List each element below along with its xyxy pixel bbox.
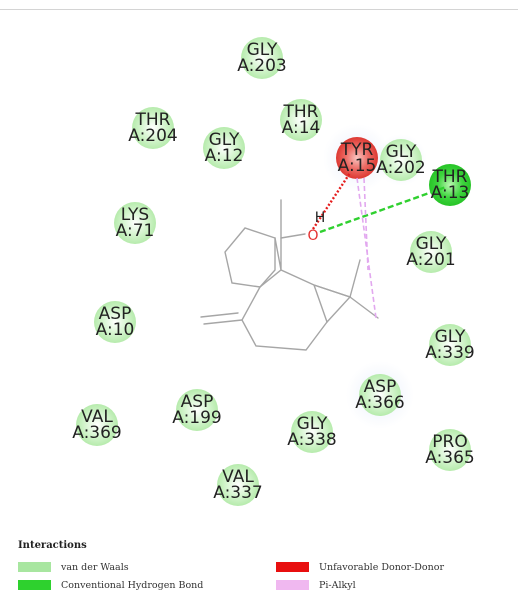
residue-name: PRO (432, 432, 467, 452)
residue-name: GLY (247, 40, 278, 60)
residue-chain: A:202 (376, 158, 426, 178)
residue-chain: A:369 (72, 423, 122, 443)
interaction-lines (311, 172, 447, 319)
legend-swatch (18, 562, 51, 572)
hbond-line (319, 185, 447, 234)
residue-name: GLY (209, 130, 240, 150)
residue-chain: A:15 (338, 156, 377, 176)
residue-chain: A:10 (96, 320, 135, 340)
ligand-structure (200, 199, 379, 351)
residue-disc-val-a369 (76, 404, 118, 446)
residue-chain: A:338 (287, 430, 337, 450)
legend-label: Pi-Alkyl (319, 579, 356, 591)
residue-disc-thr-a204 (132, 107, 174, 149)
legend-swatch (18, 580, 51, 590)
residue-name: THR (135, 110, 171, 130)
residue-disc-gly-a202 (380, 139, 422, 181)
residue-disc-val-a337 (217, 464, 259, 506)
legend-swatch (276, 562, 309, 572)
residue-chain: A:203 (237, 56, 287, 76)
legend-label: van der Waals (61, 561, 129, 573)
residue-discs (76, 37, 471, 506)
legend-item-hbond: Conventional Hydrogen Bond (18, 578, 203, 592)
residue-name: LYS (121, 205, 149, 225)
residue-name: GLY (416, 234, 447, 254)
residue-disc-thr-a14 (280, 99, 322, 141)
residue-disc-tyr-a15 (336, 137, 378, 179)
interactions-legend: Interactions van der Waals Conventional … (18, 540, 498, 592)
residue-name: ASP (99, 304, 132, 324)
residue-name: VAL (81, 407, 113, 427)
residue-disc-lys-a71 (114, 202, 156, 244)
residue-chain: A:71 (116, 221, 155, 241)
residue-disc-gly-a12 (203, 127, 245, 169)
legend-item-pi-alkyl: Pi-Alkyl (276, 578, 356, 592)
residue-chain: A:13 (431, 183, 470, 203)
residue-chain: A:201 (406, 250, 456, 270)
residue-chain: A:337 (213, 483, 263, 503)
oxygen-label: O (307, 228, 318, 244)
residue-name: THR (432, 167, 468, 187)
residue-chain: A:204 (128, 126, 178, 146)
legend-swatch (276, 580, 309, 590)
residue-disc-pro-a365 (429, 429, 471, 471)
residue-name: THR (283, 102, 319, 122)
legend-item-vdw: van der Waals (18, 560, 129, 574)
residue-name: GLY (386, 142, 417, 162)
residue-disc-asp-a366 (359, 374, 401, 416)
residue-chain: A:199 (172, 408, 222, 428)
residue-name: GLY (435, 327, 466, 347)
residue-chain: A:12 (205, 146, 244, 166)
residue-chain: A:339 (425, 343, 475, 363)
donor-donor-line (311, 172, 352, 230)
residue-name: TYR (340, 140, 374, 160)
residue-disc-gly-a203 (241, 37, 283, 79)
legend-item-donor-donor: Unfavorable Donor-Donor (276, 560, 444, 574)
residue-name: GLY (297, 414, 328, 434)
residue-disc-gly-a201 (410, 231, 452, 273)
legend-title: Interactions (18, 540, 87, 551)
residue-disc-asp-a10 (94, 301, 136, 343)
hydrogen-label: H (315, 210, 326, 226)
residue-chain: A:366 (355, 393, 405, 413)
legend-label: Unfavorable Donor-Donor (319, 561, 444, 573)
residue-disc-gly-a339 (429, 324, 471, 366)
residue-name: VAL (222, 467, 254, 487)
residue-disc-gly-a338 (291, 411, 333, 453)
residue-name: ASP (181, 392, 214, 412)
top-divider (0, 9, 518, 10)
residue-chain: A:14 (282, 118, 321, 138)
residue-disc-asp-a199 (176, 389, 218, 431)
residue-chain: A:365 (425, 448, 475, 468)
pi-alkyl-line (356, 177, 377, 319)
pi-alkyl-line (363, 177, 369, 271)
residue-name: ASP (364, 377, 397, 397)
residue-disc-thr-a13 (429, 164, 471, 206)
legend-label: Conventional Hydrogen Bond (61, 579, 204, 591)
